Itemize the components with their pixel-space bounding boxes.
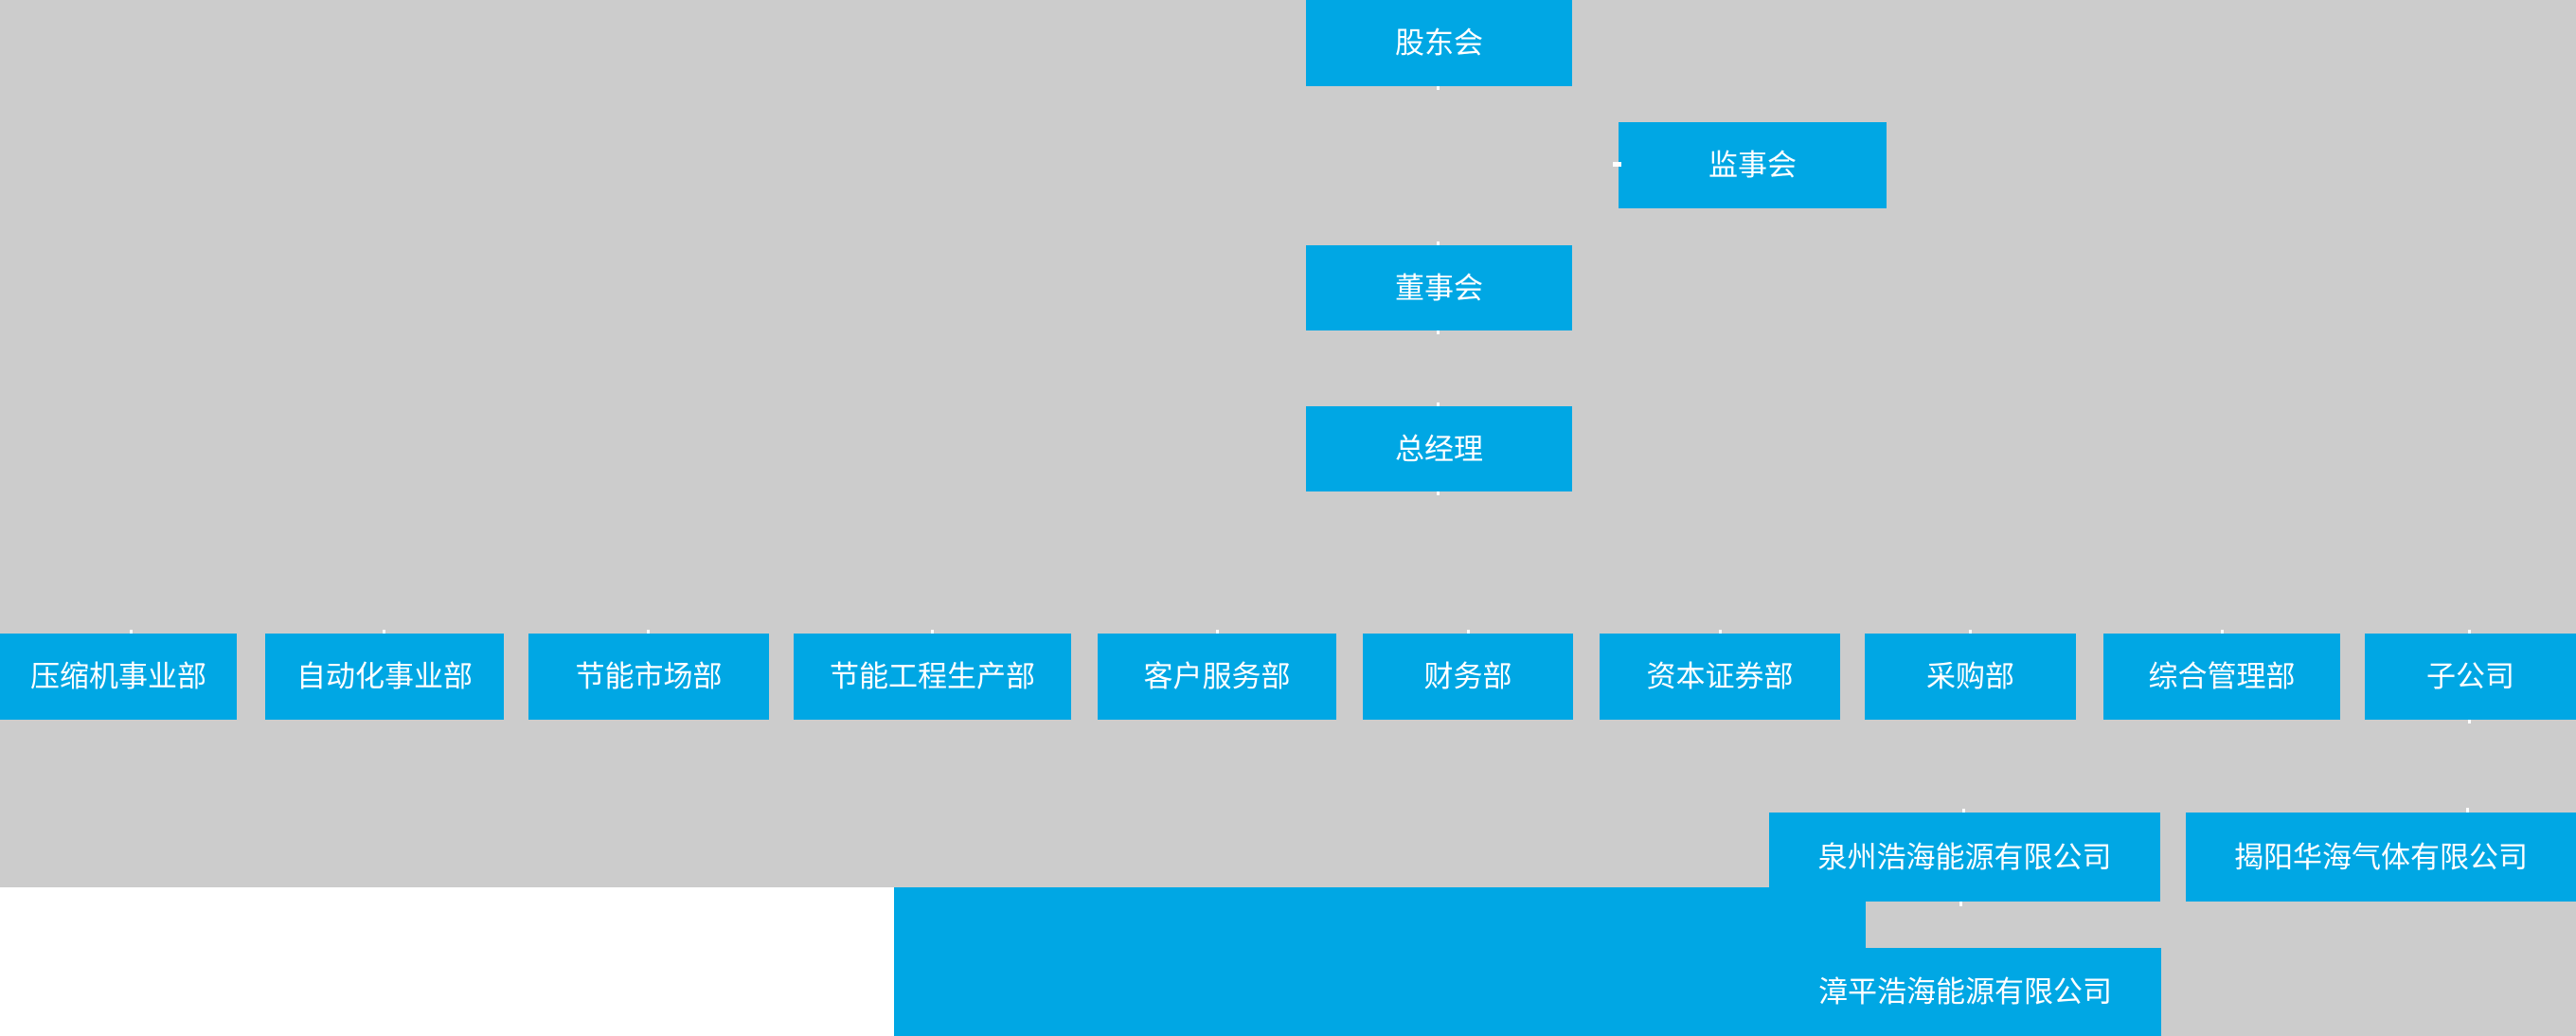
- connector-tick: [1467, 630, 1470, 634]
- org-node-label: 采购部: [1926, 660, 2014, 693]
- org-node-label: 节能工程生产部: [830, 660, 1035, 693]
- org-node-finance-dept: 财务部: [1363, 634, 1573, 720]
- org-node-general-management-dept: 综合管理部: [2103, 634, 2340, 720]
- org-node-energy-saving-market-dept: 节能市场部: [528, 634, 769, 720]
- org-node-quanzhou-haohai-energy: 泉州浩海能源有限公司: [1769, 813, 2160, 902]
- connector-tick: [2221, 630, 2224, 634]
- org-node-label: 漳平浩海能源有限公司: [1818, 974, 2112, 1009]
- org-node-label: 总经理: [1395, 432, 1483, 466]
- org-node-procurement-dept: 采购部: [1865, 634, 2076, 720]
- org-node-label: 泉州浩海能源有限公司: [1817, 840, 2112, 874]
- org-node-label: 揭阳华海气体有限公司: [2234, 840, 2528, 874]
- org-node-label: 资本证券部: [1646, 660, 1794, 693]
- org-node-general-manager: 总经理: [1306, 406, 1572, 491]
- org-node-label: 自动化事业部: [296, 660, 473, 693]
- connector-tick: [1962, 809, 1965, 813]
- connector-tick: [1969, 630, 1972, 634]
- org-node-label: 董事会: [1395, 271, 1483, 305]
- org-node-compressor-division: 压缩机事业部: [0, 634, 237, 720]
- connector-tick: [1437, 402, 1440, 406]
- org-node-energy-saving-engineering-production-dept: 节能工程生产部: [794, 634, 1071, 720]
- org-node-customer-service-dept: 客户服务部: [1098, 634, 1336, 720]
- connector-tick: [1437, 86, 1440, 90]
- org-node-automation-division: 自动化事业部: [265, 634, 504, 720]
- org-node-label: 综合管理部: [2148, 660, 2296, 693]
- org-node-zhangping-haohai-energy: 漳平浩海能源有限公司: [1769, 949, 2161, 1034]
- org-node-shareholders-meeting: 股东会: [1306, 0, 1572, 86]
- connector-tick: [1959, 902, 1962, 906]
- connector-tick: [1437, 330, 1440, 334]
- org-node-board-of-directors: 董事会: [1306, 245, 1572, 330]
- connector-tick: [2468, 630, 2471, 634]
- connector-tick: [647, 630, 650, 634]
- org-node-capital-securities-dept: 资本证券部: [1600, 634, 1840, 720]
- connector-tick: [1437, 491, 1440, 495]
- connector-tick: [1719, 630, 1722, 634]
- org-node-label: 压缩机事业部: [30, 660, 206, 693]
- org-node-label: 监事会: [1708, 149, 1797, 182]
- org-node-label: 客户服务部: [1143, 660, 1291, 693]
- org-node-supervisory-board: 监事会: [1619, 122, 1887, 208]
- connector-tick: [2468, 720, 2471, 723]
- org-node-label: 股东会: [1395, 27, 1483, 60]
- org-node-label: 子公司: [2426, 660, 2514, 693]
- connector-tick: [1613, 162, 1621, 167]
- org-node-jieyang-huahai-gas: 揭阳华海气体有限公司: [2186, 813, 2576, 902]
- connector-tick: [2466, 808, 2469, 813]
- connector-tick: [130, 630, 133, 634]
- connector-tick: [931, 630, 934, 634]
- gray-background-upper: [0, 0, 2576, 887]
- org-node-subsidiaries: 子公司: [2365, 634, 2576, 720]
- connector-tick: [383, 630, 385, 634]
- connector-tick: [1216, 630, 1219, 634]
- org-node-label: 财务部: [1423, 660, 1512, 693]
- org-node-label: 节能市场部: [575, 660, 723, 693]
- connector-tick: [1437, 241, 1440, 245]
